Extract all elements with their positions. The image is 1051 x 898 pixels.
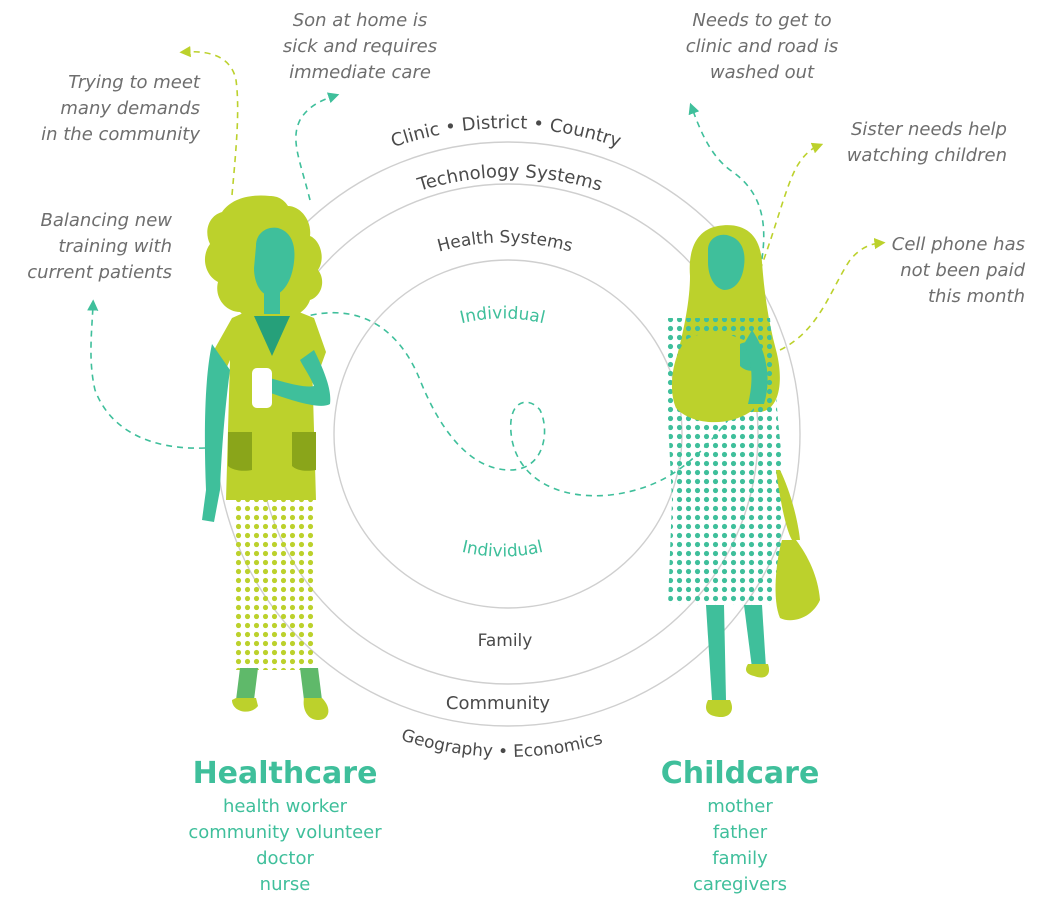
ring-label-outer-top: Clinic • District • Country [388, 112, 624, 152]
ring-label-third-bottom: Family [478, 631, 533, 651]
arrow-phone [779, 237, 886, 351]
arrow-son-sick [295, 92, 340, 201]
childcare-figure [664, 225, 820, 718]
childcare-role: father [712, 822, 768, 843]
arrow-sister [759, 142, 824, 271]
healthcare-title: Healthcare [192, 756, 378, 791]
healthcare-role: nurse [259, 874, 311, 895]
ring-label-third-top: Health Systems [435, 227, 575, 256]
arrow-road [688, 102, 765, 271]
childcare-role: family [712, 848, 768, 869]
healthcare-role: doctor [256, 848, 314, 869]
healthcare-worker-figure [202, 195, 331, 720]
ring-label-inner-top: Individual [458, 303, 547, 328]
connection-curve [299, 312, 729, 497]
childcare-role: mother [707, 796, 773, 817]
healthcare-role: community volunteer [188, 822, 382, 843]
ring-label-second-top: Technology Systems [414, 161, 605, 196]
childcare-role: caregivers [693, 874, 787, 895]
arrow-training [87, 299, 206, 449]
healthcare-role: health worker [222, 796, 348, 817]
healthcare-group: Healthcare health worker community volun… [160, 754, 410, 898]
childcare-group: Childcare mother father family caregiver… [640, 754, 840, 898]
ring-label-second-bottom: Community [446, 693, 551, 714]
arrow-demands [179, 46, 239, 196]
childcare-title: Childcare [660, 756, 820, 791]
ring-label-inner-bottom: Individual [460, 537, 544, 562]
ring-label-outer-bottom: Geography • Economics [399, 725, 605, 762]
